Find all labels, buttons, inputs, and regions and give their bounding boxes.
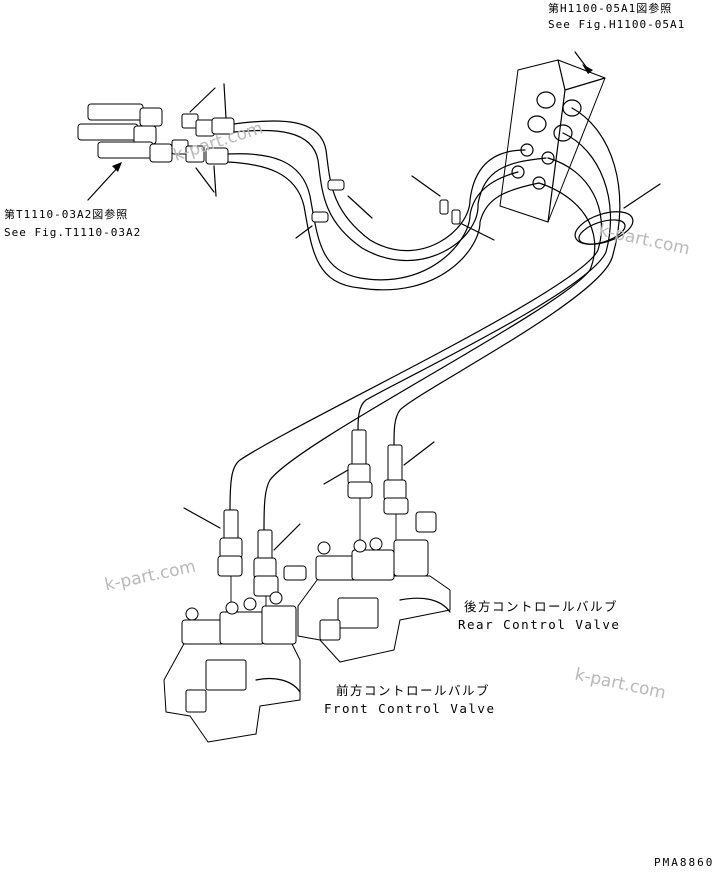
ref-left-jp: 第T1110-03A2図参照 bbox=[4, 208, 129, 221]
rear-valve-en: Rear Control Valve bbox=[458, 617, 621, 632]
long-hoses bbox=[229, 107, 621, 531]
drawing-code: PMA8860 bbox=[654, 856, 715, 869]
pilot-valve-block bbox=[499, 59, 606, 223]
hose-band bbox=[574, 183, 661, 245]
front-valve-en: Front Control Valve bbox=[324, 701, 496, 716]
ref-top-jp: 第H1100-05A1図参照 bbox=[548, 2, 673, 15]
ref-top-en: See Fig.H1100-05A1 bbox=[548, 18, 686, 31]
rear-control-valve bbox=[283, 511, 451, 663]
rear-valve-jp: 後方コントロールバルブ bbox=[464, 599, 619, 614]
front-valve-jp: 前方コントロールバルブ bbox=[336, 683, 491, 698]
ref-left-en: See Fig.T1110-03A2 bbox=[4, 226, 142, 239]
leader-left bbox=[87, 164, 121, 201]
valve-fittings bbox=[183, 429, 435, 630]
arrow-head-icon bbox=[582, 64, 593, 74]
upper-fittings bbox=[77, 83, 235, 197]
arrow-head-icon bbox=[112, 162, 122, 172]
upper-hoses bbox=[227, 120, 547, 291]
front-control-valve bbox=[163, 591, 301, 743]
